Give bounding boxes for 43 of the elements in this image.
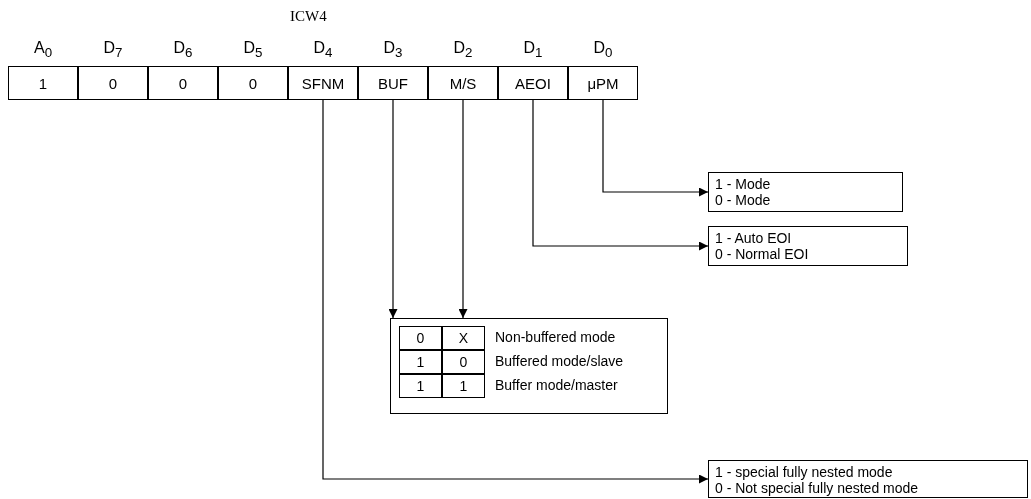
option-box bbox=[708, 460, 1028, 498]
option-text: 1 - special fully nested mode bbox=[715, 464, 894, 480]
mode-table bbox=[390, 318, 668, 414]
field-value: BUF bbox=[378, 74, 408, 92]
bit-value-cell: 1 bbox=[399, 374, 442, 398]
arrow bbox=[532, 99, 709, 251]
bit-label: D$_{0}$ bbox=[593, 39, 613, 61]
option-box bbox=[708, 172, 903, 212]
field-value: SFNM bbox=[301, 74, 345, 92]
bit-label: D$_{2}$ bbox=[453, 39, 473, 61]
bit-value-cell: 1 bbox=[399, 350, 442, 374]
bit-label: D$_{4}$ bbox=[313, 39, 333, 61]
option-text: 0 - Normal EOI bbox=[715, 246, 810, 262]
bit-value-cell: 0 bbox=[399, 326, 442, 350]
mode-description: Buffered mode/slave bbox=[495, 353, 624, 369]
bit-label: D$_{1}$ bbox=[523, 39, 543, 61]
bit-label: D$_{7}$ bbox=[103, 39, 123, 61]
field-value: AEOI bbox=[515, 74, 551, 92]
option-text: 1 - Mode bbox=[715, 176, 772, 192]
bit-label: A$_{0}$ bbox=[33, 39, 53, 61]
option-text: 0 - Mode bbox=[715, 192, 772, 208]
bit-label: D$_{5}$ bbox=[243, 39, 263, 61]
field-value: 0 bbox=[108, 74, 118, 92]
bit-value-cell: X bbox=[442, 326, 485, 350]
option-box bbox=[708, 226, 908, 266]
bit-label: D$_{6}$ bbox=[173, 39, 193, 61]
register-title: ICW4 bbox=[290, 8, 327, 25]
bit-value-cell: 0 bbox=[442, 350, 485, 374]
arrow bbox=[458, 99, 468, 319]
field-value: M/S bbox=[449, 74, 477, 92]
mode-description: Buffer mode/master bbox=[495, 377, 618, 393]
arrow bbox=[602, 99, 709, 197]
bit-value-cell: 1 bbox=[442, 374, 485, 398]
option-text: 0 - Not special fully nested mode bbox=[715, 480, 920, 496]
field-value: 0 bbox=[178, 74, 188, 92]
option-text: 1 - Auto EOI bbox=[715, 230, 793, 246]
bit-label: D$_{3}$ bbox=[383, 39, 403, 61]
arrow bbox=[322, 99, 709, 484]
arrow bbox=[388, 99, 398, 319]
field-value: μPM bbox=[587, 74, 619, 92]
field-value: 0 bbox=[248, 74, 258, 92]
field-value: 1 bbox=[38, 74, 48, 92]
mode-description: Non-buffered mode bbox=[495, 329, 616, 345]
